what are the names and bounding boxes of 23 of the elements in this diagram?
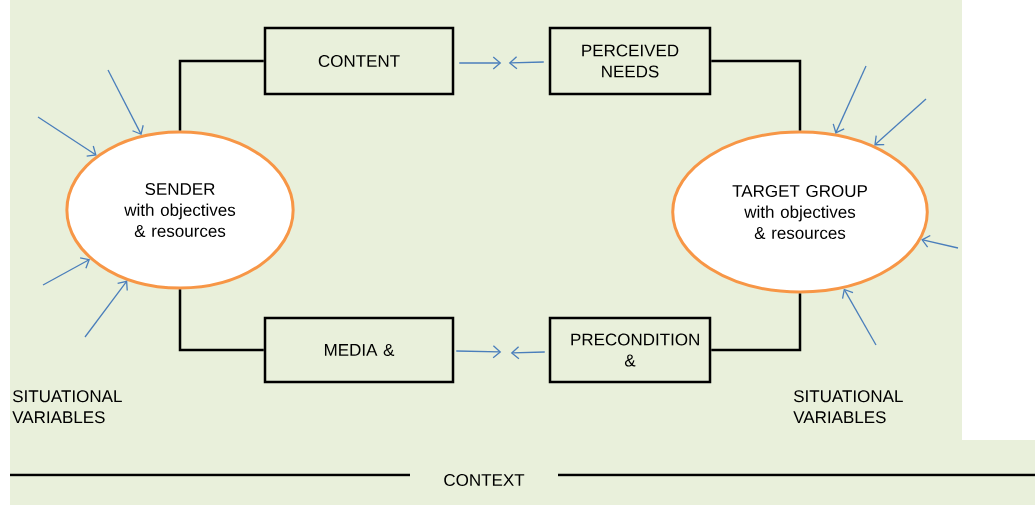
connector-line	[178, 59, 264, 131]
arrow	[508, 56, 545, 70]
label-text: SITUATIONAL VARIABLES	[793, 390, 903, 424]
process-box: PRECONDITION &	[548, 316, 712, 384]
process-box: CONTENT	[263, 26, 455, 96]
arrow	[458, 56, 502, 70]
label-text: SITUATIONAL VARIABLES	[12, 390, 122, 424]
arrow	[42, 257, 91, 286]
connector-line	[711, 293, 802, 352]
arrow	[841, 288, 877, 346]
arrow	[455, 345, 502, 359]
process-box: PERCEIVED NEEDS	[548, 26, 712, 96]
arrow	[37, 116, 97, 157]
arrow	[874, 98, 927, 146]
arrow	[84, 280, 128, 338]
arrow	[510, 346, 546, 360]
process-box: MEDIA &	[263, 316, 455, 384]
connector-line	[178, 289, 264, 352]
label-text: CONTEXT	[444, 473, 525, 486]
arrow	[832, 65, 867, 134]
connector-line	[711, 59, 802, 131]
arrow	[921, 234, 959, 249]
arrow	[107, 69, 144, 136]
